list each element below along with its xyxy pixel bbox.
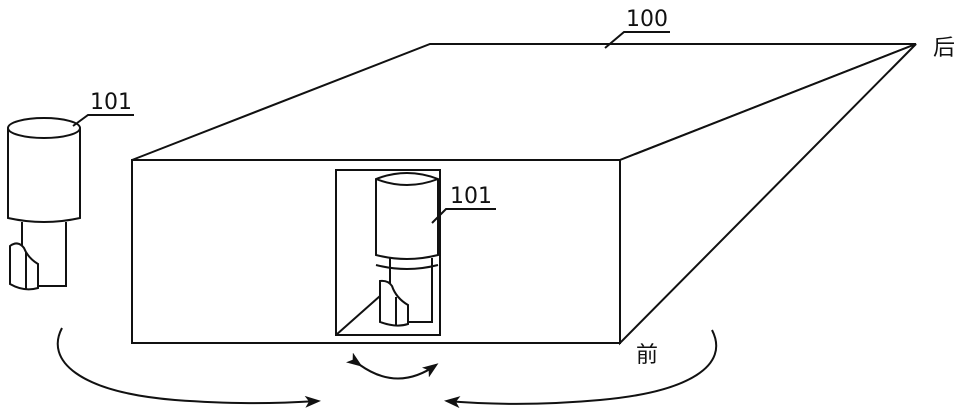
label-rear: 后 [933,38,955,60]
label-101-left: 101 [90,92,132,114]
leader-line-101-left [73,115,134,126]
arrow-bidirectional [360,365,436,379]
label-100: 100 [626,9,668,31]
label-front: 前 [636,345,658,367]
left-module [8,118,80,290]
housing-box [132,44,916,343]
label-101-inner: 101 [450,186,492,208]
